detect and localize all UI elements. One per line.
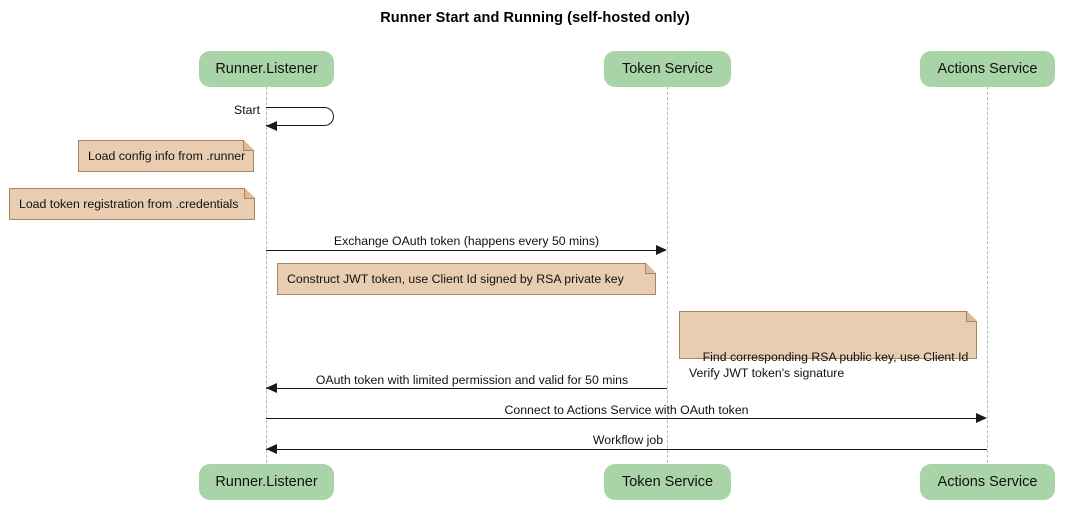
message-arrow-oauth-token-response	[266, 388, 667, 389]
lifeline-actions-service	[987, 87, 988, 463]
arrowhead-oauth-token-response	[266, 383, 277, 393]
arrowhead-connect-to-actions-service	[976, 413, 987, 423]
participant-label: Actions Service	[937, 61, 1038, 77]
participant-label: Actions Service	[937, 474, 1038, 490]
note-load-config-info: Load config info from .runner	[78, 140, 254, 172]
message-arrow-workflow-job	[266, 449, 987, 450]
note-text: Load token registration from .credential…	[19, 197, 239, 211]
note-fold-icon	[645, 263, 656, 274]
arrowhead-exchange-oauth-token	[656, 245, 667, 255]
note-construct-jwt-token: Construct JWT token, use Client Id signe…	[277, 263, 656, 295]
message-arrow-exchange-oauth-token	[266, 250, 656, 251]
lifeline-token-service	[667, 87, 668, 463]
message-label-exchange-oauth-token: Exchange OAuth token (happens every 50 m…	[333, 234, 600, 248]
note-text: Find corresponding RSA public key, use C…	[689, 350, 969, 380]
note-load-token-registration: Load token registration from .credential…	[9, 188, 255, 220]
note-fold-icon	[244, 188, 255, 199]
note-text: Construct JWT token, use Client Id signe…	[287, 272, 624, 286]
message-arrow-connect-to-actions-service	[266, 418, 976, 419]
participant-runner-listener-top[interactable]: Runner.Listener	[199, 51, 334, 87]
participant-actions-service-top[interactable]: Actions Service	[920, 51, 1055, 87]
arrowhead-start	[266, 121, 277, 131]
participant-label: Runner.Listener	[215, 474, 318, 490]
message-label-connect-to-actions-service: Connect to Actions Service with OAuth to…	[504, 403, 749, 417]
note-fold-icon	[966, 311, 977, 322]
participant-token-service-top[interactable]: Token Service	[604, 51, 731, 87]
lifeline-runner-listener	[266, 87, 267, 463]
note-text: Load config info from .runner	[88, 149, 246, 163]
message-arrow-start-selfloop	[266, 107, 334, 126]
participant-token-service-bottom[interactable]: Token Service	[604, 464, 731, 500]
participant-label: Runner.Listener	[215, 61, 318, 77]
note-verify-jwt-token: Find corresponding RSA public key, use C…	[679, 311, 977, 380]
message-label-start: Start	[234, 103, 260, 117]
note-fold-icon	[243, 140, 254, 151]
message-label-workflow-job: Workflow job	[592, 433, 664, 447]
participant-label: Token Service	[621, 474, 714, 490]
participant-label: Token Service	[621, 61, 714, 77]
message-label-oauth-token-response: OAuth token with limited permission and …	[315, 373, 629, 387]
participant-runner-listener-bottom[interactable]: Runner.Listener	[199, 464, 334, 500]
participant-actions-service-bottom[interactable]: Actions Service	[920, 464, 1055, 500]
arrowhead-workflow-job	[266, 444, 277, 454]
page-title: Runner Start and Running (self-hosted on…	[380, 10, 690, 26]
